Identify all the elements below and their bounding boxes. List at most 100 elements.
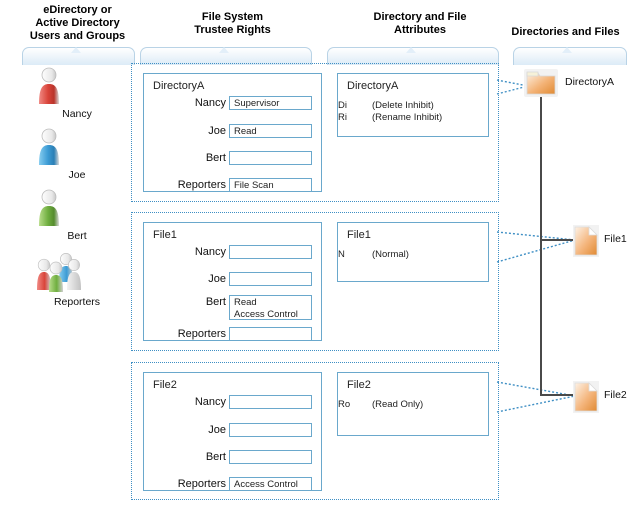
trustee-row: Reporters Access Control [144, 477, 321, 492]
attribute-code: Ro [338, 399, 351, 410]
file-icon [573, 381, 599, 413]
trustee-label-bert: Bert [205, 296, 226, 308]
rights-field-reporters[interactable]: Access Control [229, 477, 312, 491]
column-header-trustee-line1: File System [201, 11, 264, 23]
trustee-row: Bert [144, 450, 321, 465]
column-header-trustee-rights: File System Trustee Rights [150, 11, 315, 37]
attributes-panel-title-file2: File2 [347, 379, 371, 391]
user-entry-nancy[interactable]: Nancy [32, 66, 122, 120]
bracket-notch-objects [562, 47, 572, 53]
rights-field-bert[interactable] [229, 450, 312, 464]
object-entry-directorya[interactable]: DirectoryA [523, 68, 614, 98]
column-header-trustee-line2: Trustee Rights [194, 24, 271, 36]
trustee-row: Joe [144, 272, 321, 287]
object-label-file1: File1 [604, 233, 627, 245]
column-header-attributes-line1: Directory and File [373, 11, 467, 23]
rights-field-reporters[interactable] [229, 327, 312, 341]
attribute-name: (Delete Inhibit) [372, 100, 434, 111]
rights-field-reporters[interactable]: File Scan [229, 178, 312, 192]
trustee-panel-file1: File1 Nancy Joe Bert Read Access Control… [143, 222, 322, 341]
trustee-label-reporters: Reporters [177, 478, 226, 490]
group-file2 [131, 362, 499, 500]
trustee-label-bert: Bert [205, 152, 226, 164]
trustee-row: Nancy [144, 245, 321, 260]
trustee-row: Reporters File Scan [144, 178, 321, 193]
trustee-row: Nancy Supervisor [144, 96, 321, 111]
attribute-name: (Rename Inhibit) [372, 112, 443, 123]
rights-field-joe[interactable]: Read [229, 124, 312, 138]
trustee-panel-directorya: DirectoryA Nancy Supervisor Joe Read Ber… [143, 73, 322, 192]
attributes-panel-title-directorya: DirectoryA [347, 80, 399, 92]
group-directorya [131, 63, 499, 202]
object-label-directorya: DirectoryA [565, 76, 615, 88]
trustee-label-joe: Joe [208, 125, 226, 137]
tree-branch-file1 [540, 239, 575, 241]
rights-field-joe[interactable] [229, 423, 312, 437]
column-header-attributes: Directory and File Attributes [335, 11, 505, 37]
user-entry-joe[interactable]: Joe [32, 127, 122, 181]
trustee-label-nancy: Nancy [194, 396, 226, 408]
trustee-panel-file2: File2 Nancy Joe Bert Reporters Access Co… [143, 372, 322, 491]
tree-trunk [540, 96, 542, 396]
trustee-label-joe: Joe [208, 273, 226, 285]
trustee-label-nancy: Nancy [194, 246, 226, 258]
object-entry-file1[interactable]: File1 [572, 224, 627, 258]
trustee-row: Bert Read Access Control [144, 295, 321, 320]
user-icon [39, 128, 59, 165]
user-name-bert: Bert [67, 230, 87, 242]
trustee-row: Joe [144, 423, 321, 438]
tree-branch-file2 [540, 394, 575, 396]
attribute-code: Ri [338, 112, 347, 123]
bracket-notch-trustee [219, 47, 229, 53]
trustee-label-joe: Joe [208, 424, 226, 436]
attributes-panel-file2: File2 Ro (Read Only) [337, 372, 489, 436]
rights-field-bert[interactable]: Read Access Control [229, 295, 312, 320]
user-name-nancy: Nancy [62, 108, 92, 120]
trustee-row: Joe Read [144, 124, 321, 139]
rights-field-nancy[interactable]: Supervisor [229, 96, 312, 110]
object-label-file2: File2 [604, 389, 627, 401]
column-header-users: eDirectory or Active Directory Users and… [0, 4, 155, 43]
folder-icon [524, 69, 558, 97]
trustee-panel-title-file1: File1 [153, 229, 177, 241]
attributes-panel-directorya: DirectoryA Di (Delete Inhibit) Ri (Renam… [337, 73, 489, 137]
column-header-users-line3: Users and Groups [29, 30, 126, 42]
bracket-notch-attributes [406, 47, 416, 53]
bracket-objects [513, 47, 627, 65]
attribute-code: N [338, 249, 345, 260]
trustee-label-bert: Bert [205, 451, 226, 463]
attribute-name: (Read Only) [372, 399, 424, 410]
bracket-users [22, 47, 135, 65]
trustee-row: Reporters [144, 327, 321, 342]
user-entry-reporters[interactable]: Reporters [32, 250, 122, 308]
bracket-notch-users [71, 47, 81, 53]
trustee-label-reporters: Reporters [177, 328, 226, 340]
trustee-row: Nancy [144, 395, 321, 410]
user-group-icon [37, 253, 81, 292]
column-header-attributes-line2: Attributes [394, 24, 446, 36]
trustee-row: Bert [144, 151, 321, 166]
column-header-users-line1: eDirectory or [43, 4, 112, 16]
rights-field-joe[interactable] [229, 272, 312, 286]
column-header-objects-line1: Directories and Files [511, 26, 620, 38]
rights-field-bert[interactable] [229, 151, 312, 165]
user-name-joe: Joe [68, 169, 86, 181]
trustee-panel-title-file2: File2 [153, 379, 177, 391]
user-icon [39, 67, 59, 104]
column-header-objects: Directories and Files [500, 26, 631, 39]
attribute-name: (Normal) [372, 249, 409, 260]
column-header-users-line2: Active Directory [35, 17, 120, 29]
bracket-attributes [327, 47, 499, 65]
bracket-trustee [140, 47, 312, 65]
rights-field-nancy[interactable] [229, 395, 312, 409]
attribute-code: Di [338, 100, 347, 111]
object-entry-file2[interactable]: File2 [572, 380, 627, 414]
user-entry-bert[interactable]: Bert [32, 188, 122, 242]
group-file1 [131, 212, 499, 351]
user-name-reporters: Reporters [53, 296, 101, 308]
trustee-label-reporters: Reporters [177, 179, 226, 191]
trustee-panel-title-directorya: DirectoryA [153, 80, 205, 92]
file-icon [573, 225, 599, 257]
rights-field-nancy[interactable] [229, 245, 312, 259]
user-icon [39, 189, 59, 226]
